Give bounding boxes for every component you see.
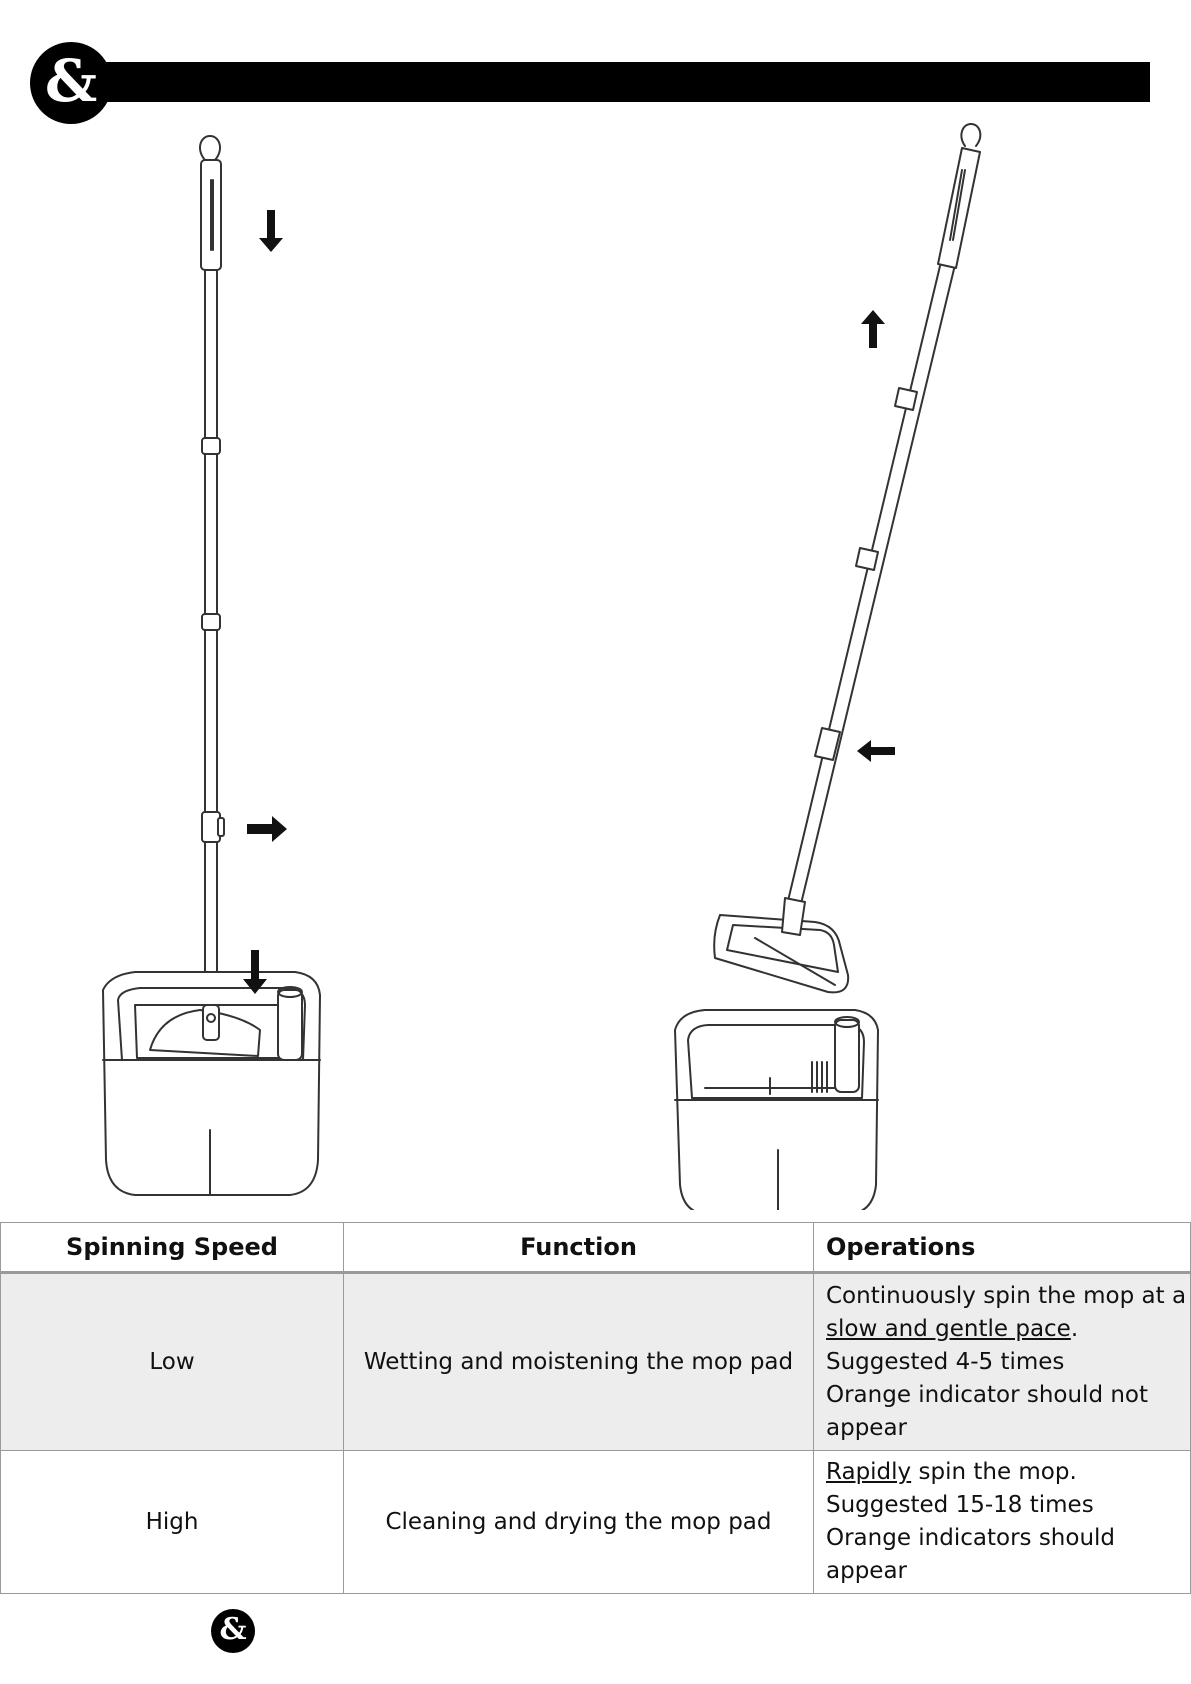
table-header-row: Spinning Speed Function Operations [0, 1222, 1191, 1274]
arrow-up-icon [861, 310, 885, 348]
ops-line: appear [826, 1558, 907, 1584]
left-mop [102, 135, 321, 1196]
arrow-right-icon [247, 816, 287, 842]
ops-underlined: Rapidly [826, 1459, 912, 1485]
ops-line: Rapidly spin the mop. [826, 1456, 1190, 1489]
spinning-speed-table: Spinning Speed Function Operations Low W… [0, 1222, 1191, 1594]
arrow-left-icon [857, 740, 895, 762]
column-header-function: Function [343, 1222, 814, 1274]
speed-cell: High [0, 1450, 344, 1594]
ops-line: Suggested 4-5 times [826, 1348, 1065, 1375]
column-header-operations: Operations [813, 1222, 1191, 1274]
right-mop [674, 123, 982, 1210]
header-bar [100, 62, 1150, 102]
table-row: Low Wetting and moistening the mop pad C… [0, 1272, 1191, 1451]
ops-tail: spin the mop. [911, 1459, 1077, 1485]
ops-line: Orange indicator should not [826, 1381, 1149, 1408]
ops-line: slow and gentle pace. [826, 1313, 1190, 1346]
ampersand-logo-icon: & [211, 1609, 255, 1653]
mop-illustration [102, 123, 982, 1210]
ops-line: appear [826, 1414, 907, 1441]
operations-cell: Rapidly spin the mop. Suggested 15-18 ti… [813, 1450, 1191, 1594]
ampersand-logo-icon: & [30, 42, 112, 124]
ops-underlined: slow and gentle pace [826, 1315, 1071, 1342]
speed-cell: Low [0, 1272, 344, 1451]
ops-line: Suggested 15-18 times [826, 1492, 1094, 1518]
column-header-spinning-speed: Spinning Speed [0, 1222, 344, 1274]
arrow-down-icon [243, 950, 267, 994]
function-cell: Cleaning and drying the mop pad [343, 1450, 814, 1594]
ops-tail: . [1070, 1315, 1079, 1342]
function-cell: Wetting and moistening the mop pad [343, 1272, 814, 1451]
table-row: High Cleaning and drying the mop pad Rap… [0, 1450, 1191, 1594]
operations-cell: Continuously spin the mop at a slow and … [813, 1272, 1191, 1451]
ops-line: Orange indicators should [826, 1525, 1116, 1551]
ops-line: Continuously spin the mop at a [826, 1282, 1187, 1309]
arrow-down-icon [259, 210, 283, 252]
